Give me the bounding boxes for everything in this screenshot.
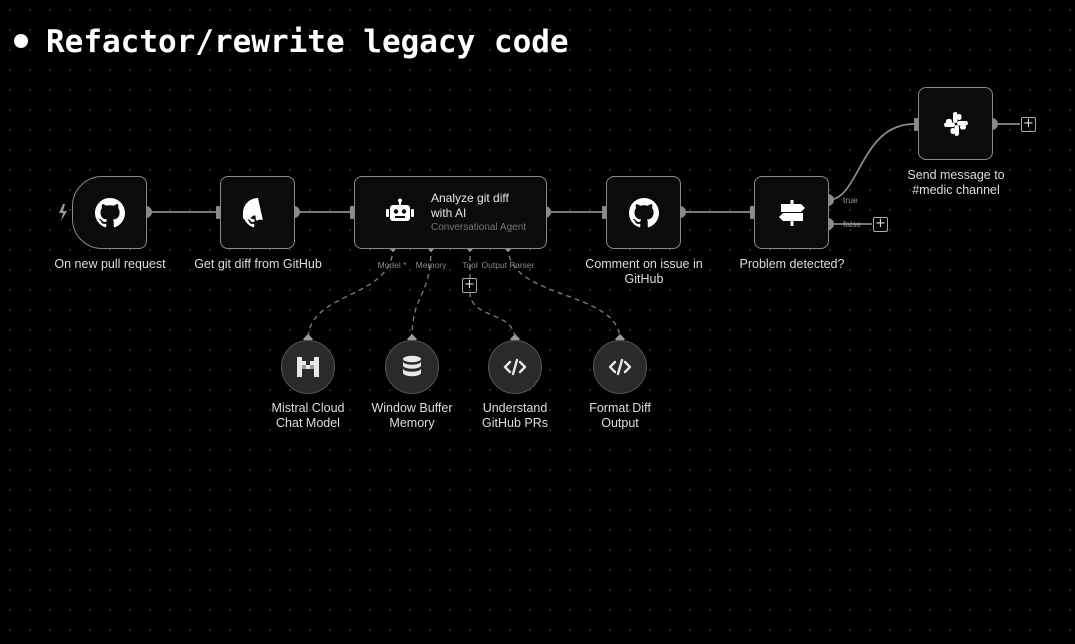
lightning-icon (59, 204, 67, 221)
node-analyze-git-diff[interactable]: Analyze git diff with AI Conversational … (354, 176, 547, 249)
subnode-mistral-cloud-chat-model[interactable] (281, 340, 335, 394)
label-understand-line2: GitHub PRs (482, 416, 548, 430)
label-comment-line2: GitHub (624, 272, 664, 286)
node-send-slack-message[interactable] (918, 87, 993, 160)
label-send-slack-message: Send message to#medic channel (907, 168, 1004, 198)
label-slack-line1: Send message to (907, 168, 1005, 182)
page-title: Refactor/rewrite legacy code (14, 24, 569, 60)
label-format-line2: Output (601, 416, 639, 430)
slot-memory: Memory (415, 260, 447, 270)
mistral-icon (297, 357, 319, 377)
agent-subtitle: Conversational Agent (431, 222, 527, 233)
add-false-branch-plus-icon[interactable]: + (873, 217, 888, 232)
label-slack-line2: #medic channel (912, 183, 1000, 197)
label-problem-detected: Problem detected? (739, 257, 845, 271)
robot-icon (383, 196, 417, 230)
node-get-git-diff[interactable] (220, 176, 295, 249)
slot-model: Model * (377, 260, 407, 270)
add-after-slack-plus-icon[interactable]: + (1021, 117, 1036, 132)
branch-false-label: false (843, 219, 861, 229)
wire-memory-to-buffer (411, 246, 432, 341)
label-buffer-line2: Memory (389, 416, 435, 430)
database-icon (403, 355, 421, 377)
node-on-new-pull-request[interactable] (72, 176, 147, 249)
code-icon (608, 358, 632, 376)
branch-true-label: true (843, 195, 858, 205)
subnode-window-buffer-memory[interactable] (385, 340, 439, 394)
slack-icon (939, 107, 973, 141)
wire-model-to-mistral (307, 246, 394, 341)
github-icon (93, 196, 127, 230)
github-icon (627, 196, 661, 230)
subnode-format-diff-output[interactable] (593, 340, 647, 394)
wire-tool-to-understand-b (469, 291, 516, 341)
wire-if-true-to-slack (827, 123, 915, 201)
slot-tool: Tool (462, 260, 478, 270)
code-icon (503, 358, 527, 376)
wire-parser-to-format (507, 246, 621, 341)
signpost-icon (775, 196, 809, 230)
agent-title: Analyze git diff with AI (431, 191, 509, 220)
label-mistral-line1: Mistral Cloud (271, 401, 345, 415)
page-title-text: Refactor/rewrite legacy code (46, 24, 569, 60)
label-buffer-line1: Window Buffer (371, 401, 453, 415)
label-mistral-line2: Chat Model (276, 416, 340, 430)
add-tool-plus-icon[interactable]: + (462, 278, 477, 293)
label-understand-line1: Understand (482, 401, 548, 415)
label-get-git-diff: Get git diff from GitHub (194, 257, 322, 271)
node-comment-on-issue[interactable] (606, 176, 681, 249)
subnode-understand-github-prs[interactable] (488, 340, 542, 394)
label-format-line1: Format Diff (589, 401, 651, 415)
bullet-icon (14, 33, 28, 48)
slot-output-parser: Output Parser (481, 260, 535, 270)
label-on-new-pull-request: On new pull request (54, 257, 166, 271)
node-problem-detected[interactable] (754, 176, 829, 249)
github-icon (241, 196, 275, 230)
label-comment-line1: Comment on issue in (585, 257, 703, 271)
